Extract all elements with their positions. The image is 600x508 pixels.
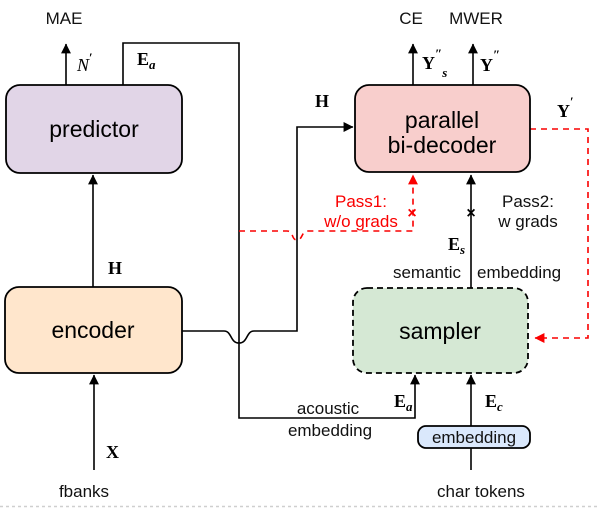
pass1-stop-grad-mark: × [407,205,416,222]
encoder-label: encoder [51,317,134,343]
pass2-grad-mark: × [466,205,475,222]
acoustic-word-label: acoustic [297,399,360,418]
predictor-box: predictor [5,84,183,174]
decoder-label-line2: bi-decoder [388,132,497,158]
encoder-output-to-decoder-line [182,122,354,344]
pass1-annotation-line1: Pass1: [335,192,387,211]
decoder-label-line1: parallel [405,107,479,133]
embedding-label: embedding [432,428,516,447]
h-predictor-input-label: H [108,258,122,278]
n-prime-label: N′ [76,50,93,75]
y-dprime-label: Y″ [480,47,500,75]
es-label: Es [448,234,465,257]
semantic-word-label: semantic [393,263,462,282]
encoder-box-shape [4,286,183,374]
predictor-label: predictor [49,116,139,142]
y-prime-feedback-path [530,128,589,343]
sampler-box: sampler [352,287,529,374]
acoustic-embedding-word-label: embedding [288,421,372,440]
embedding-box: embedding [417,425,531,449]
h-decoder-input-label: H [315,91,329,111]
pass1-annotation-line2: w/o grads [323,212,398,231]
sampler-box-shape [352,287,529,374]
mwer-loss-label: MWER [449,9,503,28]
pass2-annotation-line2: w grads [497,212,558,231]
char-tokens-input-label: char tokens [437,482,525,501]
pass2-annotation-line1: Pass2: [502,192,554,211]
encoder-box: encoder [4,286,183,374]
x-input-label: X [106,442,119,462]
ea-top-label: Ea [137,49,156,72]
y-prime-label: Y′ [557,94,574,121]
sampler-label: sampler [399,318,481,344]
ys-dprime-label: Y″s [422,46,447,80]
fbanks-input-label: fbanks [59,482,109,501]
ce-loss-label: CE [399,9,423,28]
ec-label: Ec [485,391,503,414]
parallel-bi-decoder-box: parallel bi-decoder [354,84,531,173]
predictor-box-shape [5,84,183,174]
embedding-box-shape [417,425,531,449]
mae-loss-label: MAE [46,9,83,28]
ea-bottom-label: Ea [394,391,413,414]
decoder-box-shape [354,84,531,173]
semantic-embedding-word-label: embedding [477,263,561,282]
